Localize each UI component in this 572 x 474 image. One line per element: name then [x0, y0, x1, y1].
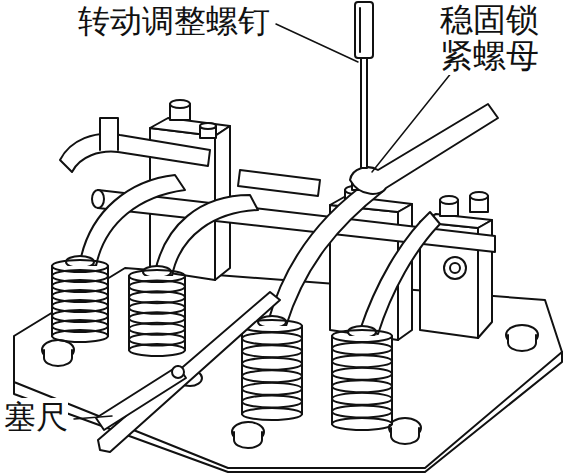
- spring-coil: [332, 355, 392, 367]
- rocker-arms: [60, 118, 440, 334]
- spring-coil: [332, 393, 392, 405]
- label-text: 塞尺: [4, 398, 68, 436]
- part-label: 塞尺: [4, 400, 68, 435]
- feeler-gauge: [96, 292, 280, 452]
- spring-edge: [391, 336, 393, 424]
- wrench: [350, 104, 498, 194]
- spring-coil: [332, 405, 392, 417]
- spring-coil: [242, 358, 302, 370]
- valve-caps: [66, 256, 376, 338]
- screwdriver: [355, 2, 373, 168]
- spring-coil: [332, 343, 392, 355]
- spring-coil: [332, 330, 392, 342]
- label-text: 转动调整螺钉: [78, 2, 270, 40]
- spring-edge: [331, 336, 333, 424]
- label-text: 稳固锁紧螺母: [440, 0, 539, 75]
- spring-coil: [242, 383, 302, 395]
- part-label: 转动调整螺钉: [78, 4, 270, 39]
- spring-edge: [301, 326, 303, 414]
- spring-edge: [241, 326, 243, 414]
- spring-body: [332, 336, 392, 424]
- spring-edge: [51, 266, 53, 336]
- spring-coil: [332, 368, 392, 380]
- spring-coil: [242, 345, 302, 357]
- spring-edge: [107, 266, 109, 336]
- spring-coil: [129, 344, 185, 356]
- spring-coil: [242, 408, 302, 420]
- spring-coil: [52, 330, 108, 342]
- spring-body: [52, 266, 108, 336]
- spring-body: [129, 276, 185, 350]
- spring-edge: [184, 276, 186, 350]
- spring-coil: [242, 370, 302, 382]
- part-label: 稳固锁紧螺母: [440, 2, 546, 75]
- spring-coil: [332, 380, 392, 392]
- spring-coil: [242, 333, 302, 345]
- leader-lines: [74, 24, 452, 419]
- spring-coil: [332, 418, 392, 430]
- spring-coil: [242, 395, 302, 407]
- spring-body: [242, 326, 302, 414]
- spring-edge: [128, 276, 130, 350]
